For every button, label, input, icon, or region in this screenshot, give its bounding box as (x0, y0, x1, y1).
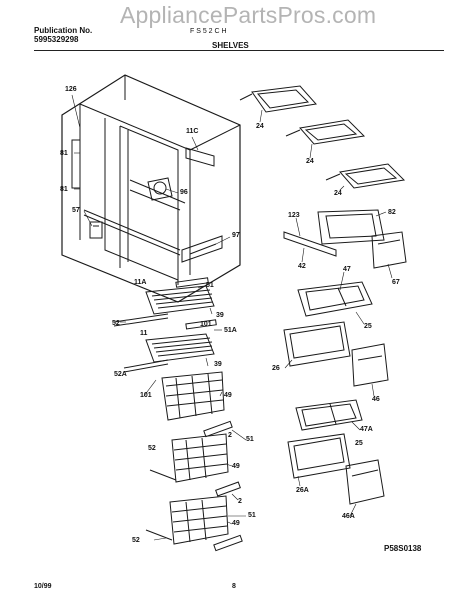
part-label: 101 (200, 321, 212, 328)
part-label: 52 (112, 320, 120, 327)
control-parts (147, 147, 223, 263)
part-label: 26 (272, 365, 280, 372)
part-label: 49 (224, 392, 232, 399)
part-label: 51A (224, 327, 237, 334)
lower-pans (287, 399, 385, 505)
part-label: 11A (134, 279, 147, 286)
part-label: 82 (388, 209, 396, 216)
part-label: 46A (342, 513, 355, 520)
part-label: 26A (296, 487, 309, 494)
page-number: 8 (232, 583, 236, 590)
part-label: 25 (355, 440, 363, 447)
diagram-code: P58S0138 (384, 544, 422, 553)
watermark: AppliancePartsPros.com (120, 2, 377, 28)
publication-number: 5995329298 (34, 35, 79, 44)
upper-pans (283, 209, 407, 387)
part-label: 42 (298, 263, 306, 270)
part-label: 49 (232, 520, 240, 527)
part-label: 47 (343, 266, 351, 273)
part-label: 96 (180, 189, 188, 196)
freezer-shelves (113, 277, 217, 373)
part-label: 51 (206, 282, 214, 289)
part-label: 51 (248, 512, 256, 519)
part-label: 52A (114, 371, 127, 378)
part-label: 24 (256, 123, 264, 130)
part-label: 11 (140, 330, 148, 337)
part-label: 81 (60, 150, 68, 157)
footer-date: 10/99 (34, 583, 52, 590)
model-number: F S 5 2 C H (190, 28, 227, 35)
part-label: 11C (186, 128, 199, 135)
part-label: 25 (364, 323, 372, 330)
part-label: 51 (246, 436, 254, 443)
part-label: 39 (216, 312, 224, 319)
part-label: 52 (132, 537, 140, 544)
part-label: 123 (288, 212, 300, 219)
part-label: 97 (232, 232, 240, 239)
part-label: 24 (334, 190, 342, 197)
cabinet-drawing (61, 74, 241, 303)
header-rule (34, 50, 444, 51)
part-label: 126 (65, 86, 77, 93)
freezer-baskets (145, 371, 243, 552)
part-label: 49 (232, 463, 240, 470)
part-label: 81 (60, 186, 68, 193)
part-label: 2 (238, 498, 242, 505)
part-label: 67 (392, 279, 400, 286)
part-label: 46 (372, 396, 380, 403)
part-label: 2 (228, 432, 232, 439)
door-shelves (239, 85, 406, 189)
leader-lines (71, 94, 393, 541)
part-label: 47A (360, 426, 373, 433)
part-label: 57 (72, 207, 80, 214)
publication-label: Publication No. (34, 26, 93, 35)
section-title: SHELVES (212, 41, 249, 50)
part-label: 101 (140, 392, 152, 399)
part-label: 24 (306, 158, 314, 165)
part-label: 52 (148, 445, 156, 452)
part-label: 39 (214, 361, 222, 368)
